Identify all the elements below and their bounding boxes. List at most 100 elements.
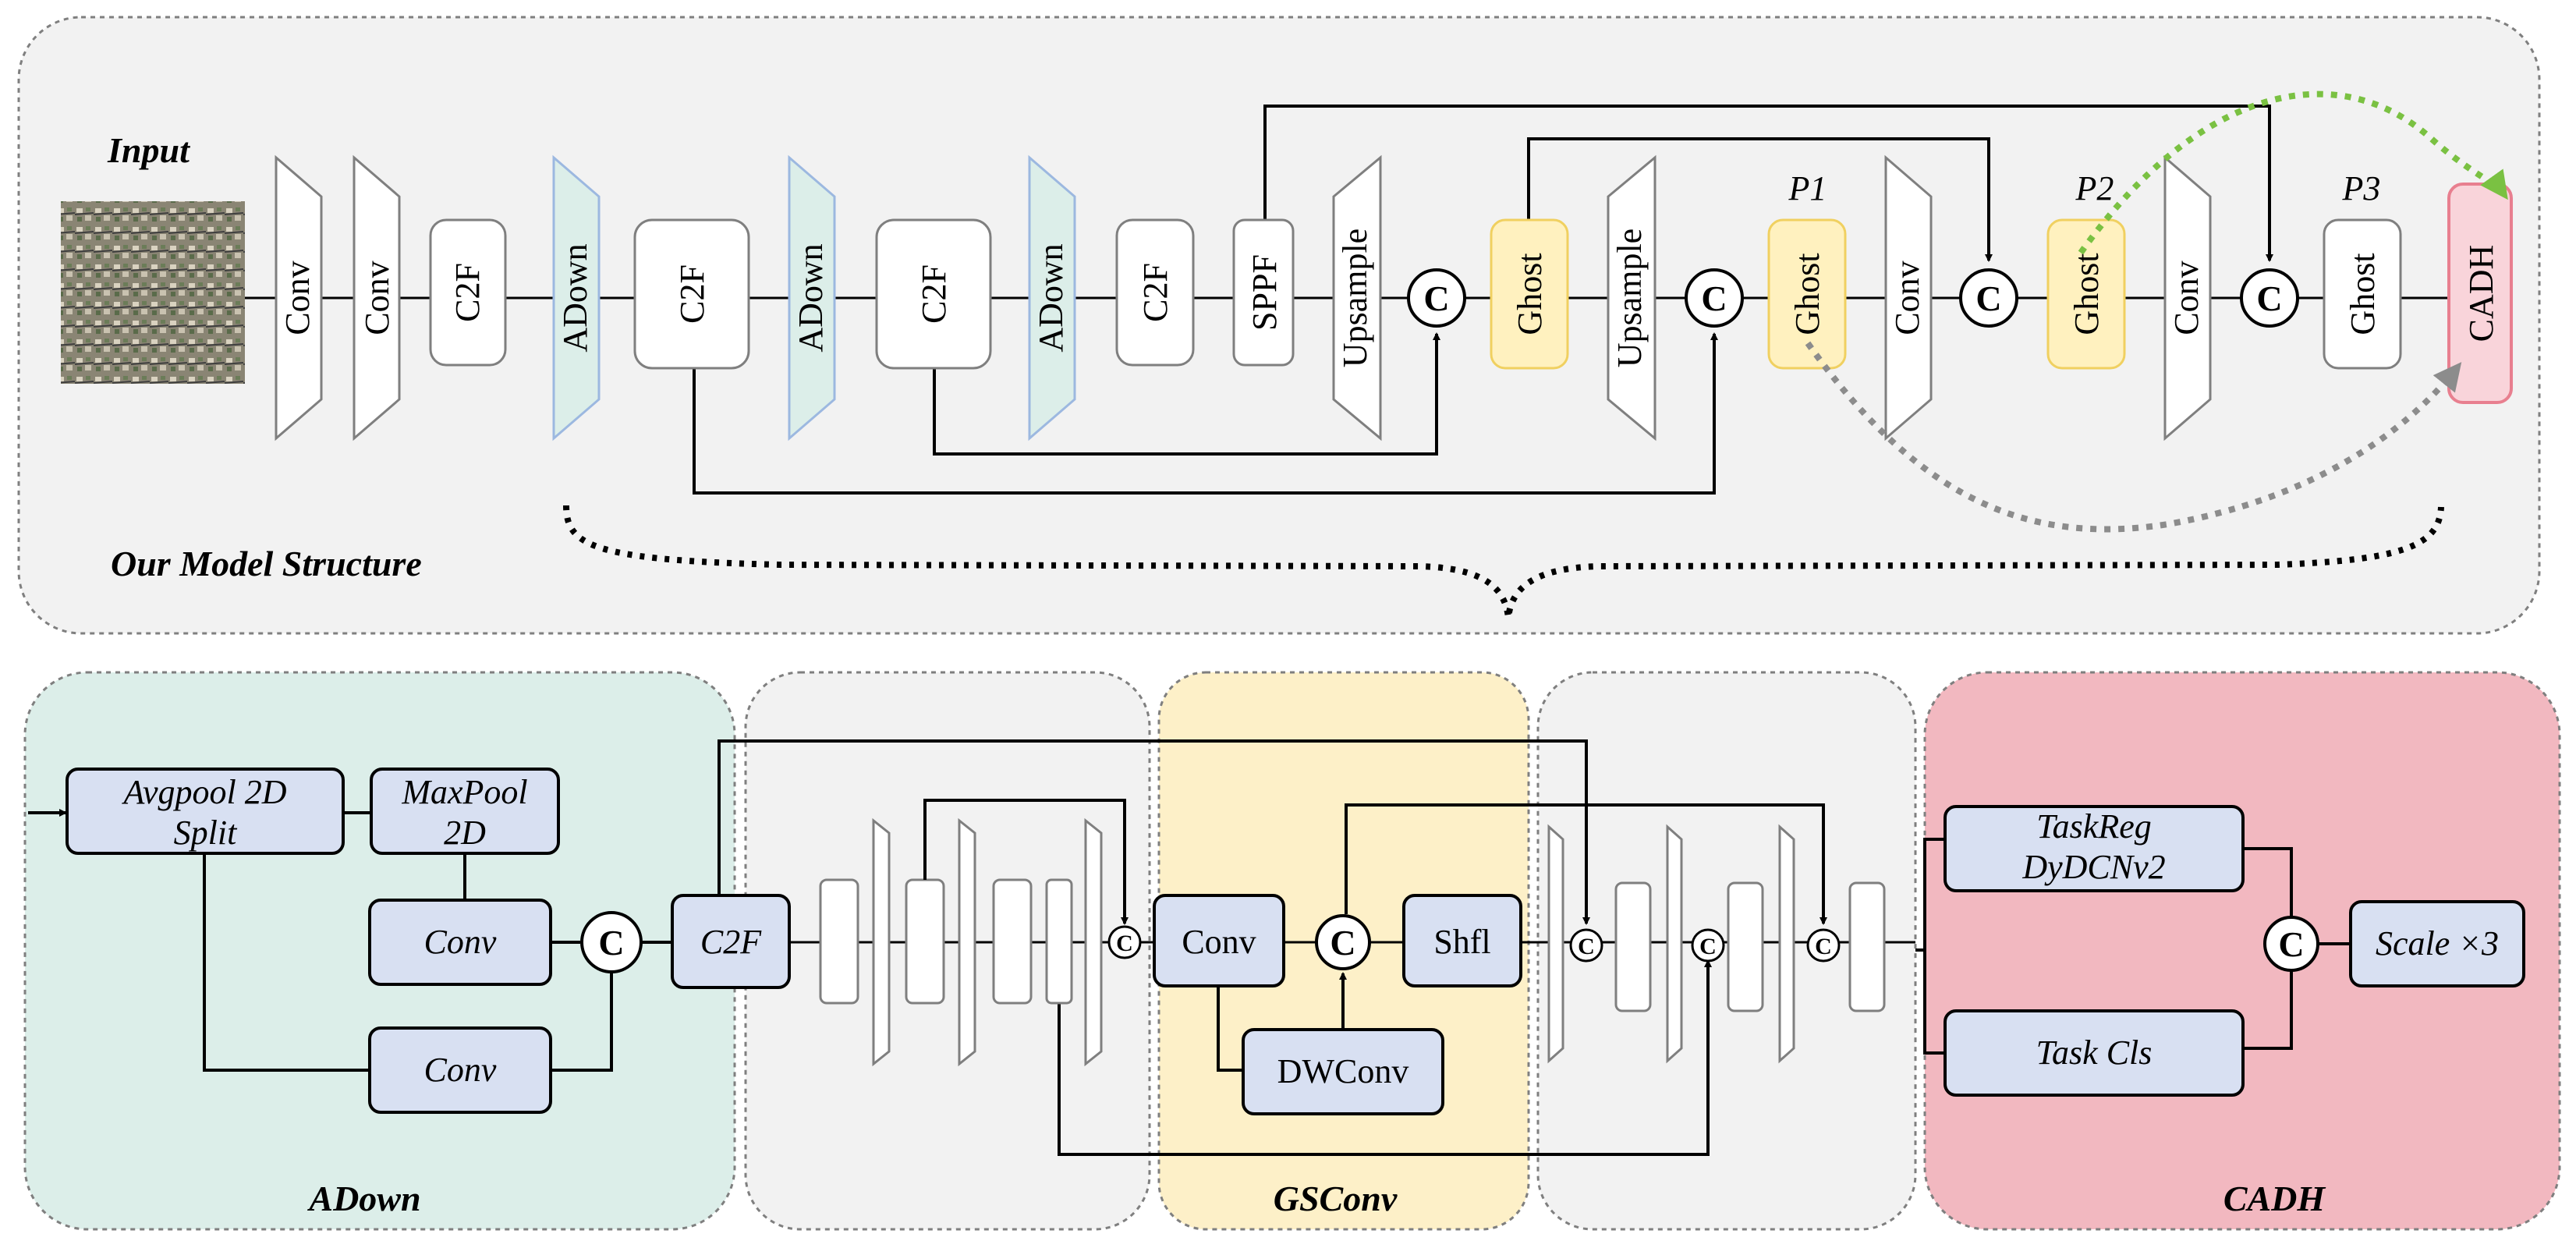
skip-sppf-to-concat3 (1263, 105, 2273, 262)
p2-label: P2 (2075, 169, 2114, 207)
c2f-block-1 (429, 218, 507, 367)
c2f-block-1-label: C2F (448, 263, 487, 322)
gsconv-conv-to-dwconv (1217, 986, 1243, 1072)
cadh-concat-label: C (2278, 924, 2304, 964)
concat-node-1-label: C (1423, 278, 1449, 318)
cadh-block (2447, 183, 2513, 404)
conv-block-3 (1884, 154, 1933, 441)
c2f-detail-rect-4 (1045, 878, 1073, 1005)
gsconv-concat-label: C (1330, 923, 1355, 963)
avgpool-label-line1: Avgpool 2D (122, 773, 287, 811)
ghost-block-3-label: Ghost (2068, 253, 2106, 335)
ghost-block-2 (1767, 218, 1847, 370)
dwconv-label: DWConv (1277, 1052, 1409, 1090)
taskcls-box (1944, 1009, 2245, 1097)
taskreg-label-line1: TaskReg (2036, 807, 2152, 846)
ghost-detail-rect-2 (1727, 881, 1764, 1012)
skip-c2f-top (718, 739, 1590, 925)
concat-node-3 (1959, 268, 2018, 328)
conv-block-4 (2163, 154, 2212, 441)
taskreg-label-line2: DyDCNv2 (2021, 848, 2165, 886)
scale-box (2349, 900, 2525, 987)
c2f-block-4-label: C2F (1136, 263, 1175, 322)
conv-block-1 (275, 154, 323, 441)
gsconv-panel-title: GSConv (1274, 1179, 1398, 1218)
skip-bottom-long (1058, 959, 1712, 1156)
sppf-block-label: SPPF (1245, 254, 1284, 331)
cadh-panel-title: CADH (2223, 1179, 2326, 1218)
ghost-block-4-label: Ghost (2344, 253, 2382, 335)
adown-block-2 (788, 154, 836, 441)
concat-node-3-label: C (1975, 278, 2001, 318)
c2f-detail-rect-3 (992, 878, 1033, 1005)
shfl-box (1402, 894, 1522, 987)
ghost-detail-trap-2 (1666, 824, 1683, 1064)
input-label: Input (107, 130, 190, 170)
concat-node-1 (1407, 268, 1466, 328)
cadh-split (1915, 838, 1926, 1055)
conv-block-2-label: Conv (358, 261, 396, 335)
input-image (61, 201, 245, 384)
taskcls-to-concat (2243, 970, 2293, 1050)
c2f-block-2 (633, 218, 750, 370)
adown-block-2-label: ADown (792, 243, 830, 352)
c2f-detail-trap-3 (1084, 817, 1103, 1067)
cadh-block-label: CADH (2462, 245, 2500, 342)
c2f-detail-trap-1 (872, 817, 891, 1067)
adown-block-3 (1028, 154, 1076, 441)
ghost-detail-panel (1536, 671, 1917, 1231)
adown-block-1 (552, 154, 601, 441)
p1-label: P1 (1788, 169, 1827, 207)
green-dotted-arrow (2078, 90, 2508, 255)
c2f-detail-trap-2 (958, 817, 976, 1067)
concat-node-2 (1685, 268, 1744, 328)
concat-node-2-label: C (1701, 278, 1727, 318)
bottom-brace (563, 505, 2444, 619)
gray-dotted-arrow (1805, 341, 2462, 533)
c2f-block-2-label: C2F (673, 264, 711, 324)
upsample-block-2-label: Upsample (1610, 229, 1649, 367)
ghost-detail-rect-3 (1848, 881, 1886, 1012)
ghost-detail-concat-1-label: C (1578, 934, 1595, 959)
c2f-block-3-label: C2F (915, 264, 953, 324)
sppf-block (1232, 218, 1295, 367)
gsconv-conv-label: Conv (1182, 923, 1256, 961)
c2f-block-3 (875, 218, 992, 370)
p3-label: P3 (2342, 169, 2381, 207)
avgpool-label-line2: Split (174, 814, 238, 852)
ghost-detail-concat-3-label: C (1815, 934, 1832, 959)
conv-block-2 (353, 154, 401, 441)
upsample-block-1 (1332, 154, 1382, 441)
c2f-detail-rect-1 (819, 878, 859, 1005)
ghost-block-4 (2323, 218, 2402, 370)
c2f-detail-rect-2 (905, 878, 945, 1005)
conv-block-1-label: Conv (278, 261, 317, 335)
concat-node-4-label: C (2256, 278, 2282, 318)
adown-concat-label: C (598, 923, 624, 963)
conv-block-4-label: Conv (2167, 261, 2206, 335)
ghost-detail-concat-2-label: C (1699, 934, 1717, 959)
ghost-block-3 (2046, 218, 2126, 370)
adown-block-1-label: ADown (556, 243, 594, 352)
ghost-detail-rect-1 (1614, 881, 1652, 1012)
bottom-c2f-label: C2F (700, 923, 762, 961)
conv-block-3-label: Conv (1888, 261, 1926, 335)
avgpool-to-conv-b (203, 853, 370, 1072)
concat-node-4 (2240, 268, 2299, 328)
model-structure-label: Our Model Structure (111, 544, 422, 583)
shfl-label: Shfl (1433, 923, 1490, 961)
skip-c2f2-to-concat-p1 (693, 332, 1718, 495)
taskreg-to-concat (2243, 847, 2293, 917)
c2f-detail-split (923, 799, 1129, 925)
ghost-detail-trap-1 (1547, 824, 1564, 1064)
adown-panel-title: ADown (306, 1179, 420, 1218)
skip-c2f3-to-concat1 (933, 332, 1440, 456)
skip-gsconv-top (1345, 803, 1827, 925)
adown-conv-b-label: Conv (424, 1051, 497, 1089)
skip-ghost1-to-concat2 (1527, 137, 1993, 262)
ghost-block-1-label: Ghost (1511, 253, 1549, 335)
adown-conv-a-label: Conv (424, 923, 497, 961)
adown-block-3-label: ADown (1032, 243, 1070, 352)
c2f-block-4 (1115, 218, 1195, 367)
taskcls-label: Task Cls (2036, 1034, 2153, 1072)
